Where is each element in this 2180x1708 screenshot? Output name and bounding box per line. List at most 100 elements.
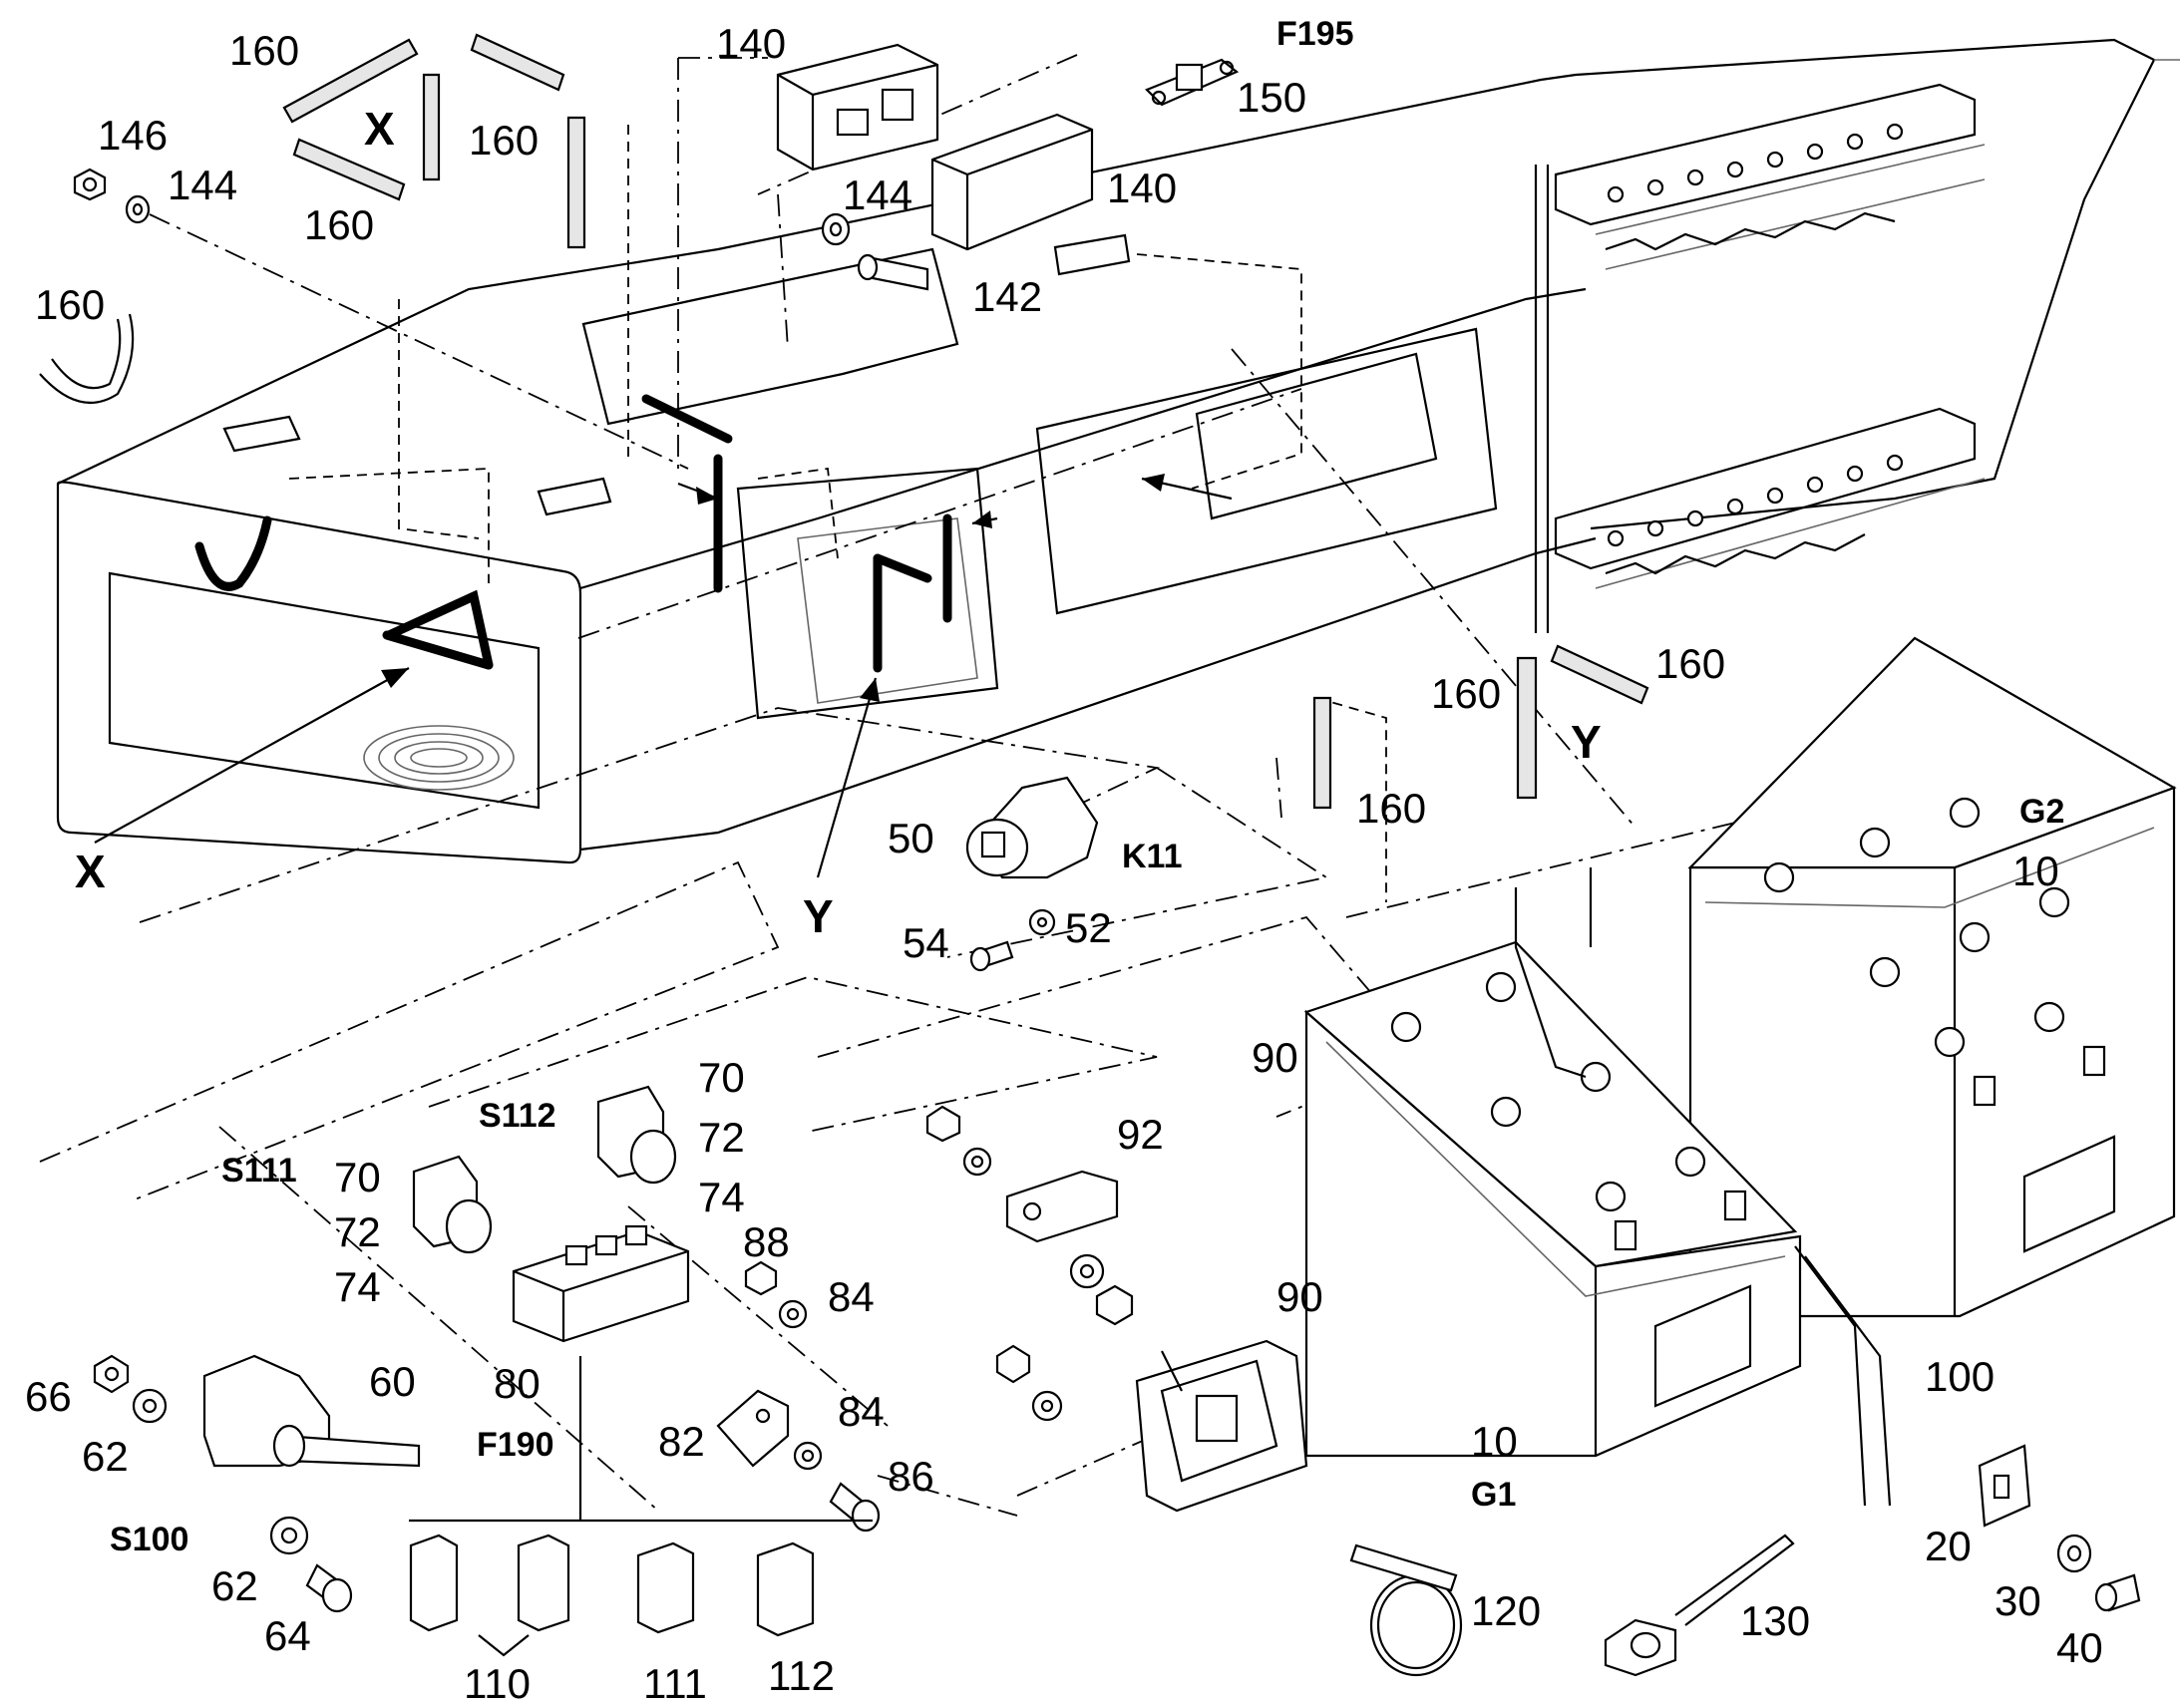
nut-146 [73,168,107,201]
label-146: 146 [98,112,168,159]
label-80: 80 [494,1360,541,1407]
label-62b: 62 [211,1562,258,1609]
label-88: 88 [743,1218,790,1265]
label-110: 110 [464,1660,531,1707]
screw-142 [857,253,929,291]
hose-y-marker [641,394,952,673]
battery-cables-100 [1514,867,1892,1507]
curved-hose [39,313,135,404]
label-10b: 10 [1471,1418,1518,1465]
label-20: 20 [1925,1523,1972,1569]
label-70b: 70 [334,1154,381,1200]
label-72b: 72 [334,1208,381,1255]
fuse-holder-140 [776,43,939,171]
part-labels: 160 X 160 160 146 144 160 140 F195 150 1… [25,15,2103,1707]
clip-20 [1978,1444,2031,1528]
label-112: 112 [768,1652,835,1699]
washer-90b [1069,1253,1105,1289]
battery-g2 [1687,636,2177,1318]
fuse-110-bracket [478,1634,530,1657]
fuse-112 [756,1541,815,1637]
label-Y1: Y [1571,716,1602,768]
label-140b: 140 [1107,165,1177,211]
cable-tie-120 [1349,1543,1463,1677]
label-Y2: Y [803,890,834,942]
label-72a: 72 [698,1114,745,1161]
label-160c: 160 [304,201,374,248]
grille [363,725,515,791]
hose-segment [1312,696,1332,810]
switch-s112 [596,1085,677,1185]
step-ladder-lower [1554,407,1986,589]
label-160f: 160 [1431,670,1501,717]
washer-90c [1031,1390,1063,1422]
label-84a: 84 [828,1273,875,1320]
label-64: 64 [264,1612,311,1659]
nut-66 [93,1354,130,1394]
label-X2: X [75,846,106,897]
fuse-tree [409,1356,873,1523]
label-144a: 144 [168,162,237,208]
label-54: 54 [903,919,949,966]
label-90b: 90 [1276,1273,1323,1320]
label-G1: G1 [1471,1476,1516,1514]
label-60: 60 [369,1358,416,1405]
label-160b: 160 [469,117,539,164]
hose-segment [470,33,565,92]
fuse-110b [517,1534,570,1632]
label-62a: 62 [82,1433,129,1480]
hose-x-marker [194,515,494,670]
label-84b: 84 [838,1388,885,1435]
hose-segment [282,38,419,124]
screw-64 [305,1563,353,1613]
washer-90a [962,1147,992,1177]
label-K11: K11 [1122,838,1183,875]
switch-s111 [412,1155,493,1254]
label-70a: 70 [698,1054,745,1101]
washer-84a [778,1299,808,1329]
nut-88 [744,1260,778,1296]
label-160a: 160 [229,27,299,74]
washer-144 [125,194,151,224]
label-74a: 74 [698,1174,745,1220]
label-111: 111 [643,1660,707,1707]
label-160g: 160 [1356,785,1426,832]
screw-54 [969,940,1014,972]
label-G2: G2 [2019,793,2064,831]
nut-90b [1095,1284,1134,1326]
label-140a: 140 [716,20,786,67]
washer-144b [821,212,851,246]
fuse-cover-140 [930,113,1094,251]
label-86: 86 [888,1453,934,1500]
label-F190: F190 [477,1426,554,1464]
fuse-111 [636,1541,695,1634]
label-74b: 74 [334,1263,381,1310]
pointer-arrows [94,474,1233,878]
label-S112: S112 [479,1097,556,1135]
cable-lug-92 [1005,1170,1119,1243]
battery-g1 [1303,940,1802,1458]
washer-84b [793,1441,823,1471]
battery-main-switch-s100 [202,1354,421,1468]
label-150: 150 [1237,74,1306,121]
machine-frame [56,38,2180,864]
hose-segment [566,116,586,249]
fuse-110a [409,1534,459,1632]
label-82: 82 [658,1418,705,1465]
label-90a: 90 [1252,1034,1298,1081]
nut-90c [995,1344,1031,1384]
label-10a: 10 [2012,848,2059,894]
hose-segment [1516,656,1538,800]
washer-52 [1028,908,1056,936]
label-160e: 160 [1655,640,1725,687]
step-ladder-upper [1554,83,1986,270]
hose-segment [422,73,441,181]
label-X1: X [364,103,395,155]
label-52: 52 [1065,904,1112,951]
screw-86 [829,1482,881,1533]
label-160d: 160 [35,281,105,328]
label-130: 130 [1740,1597,1810,1644]
label-142: 142 [972,273,1042,320]
label-100: 100 [1925,1353,1995,1400]
label-S111: S111 [221,1152,297,1190]
